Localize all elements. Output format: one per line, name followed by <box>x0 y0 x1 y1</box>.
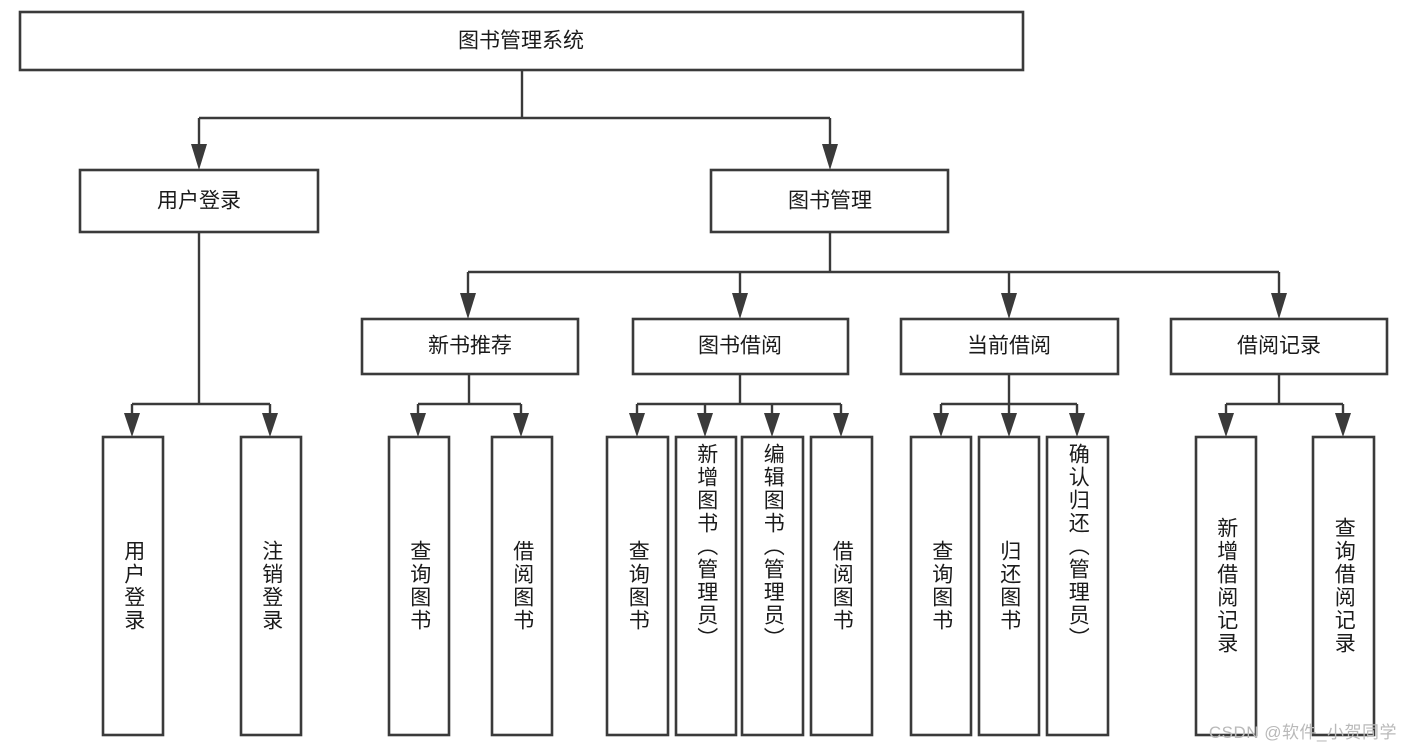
node-new-book-recommend-box[interactable] <box>360 317 580 376</box>
connector-currentborrow-to-leaves <box>933 374 1085 437</box>
node-leaf-logout-login-box[interactable] <box>239 435 303 737</box>
node-book-management-box[interactable] <box>709 168 950 234</box>
node-root-system-label: 图书管理系统 <box>458 30 584 53</box>
node-user-login-label: 用户登录 <box>157 190 241 213</box>
node-new-book-recommend-label: 新书推荐 <box>428 335 512 358</box>
node-root-system-box[interactable] <box>18 10 1025 72</box>
node-book-management-label: 图书管理 <box>788 190 872 213</box>
node-borrow-record-label: 借阅记录 <box>1237 335 1321 358</box>
node-leaf-edit-book-admin-box[interactable] <box>740 435 805 737</box>
node-leaf-query-book-2-box[interactable] <box>605 435 670 737</box>
node-current-borrow-label: 当前借阅 <box>967 335 1051 358</box>
connector-borrowrecord-to-leaves <box>1218 374 1351 437</box>
node-borrow-record-box[interactable] <box>1169 317 1389 376</box>
node-book-borrow-box[interactable] <box>631 317 850 376</box>
node-book-borrow[interactable]: 图书借阅 <box>631 317 850 376</box>
node-leaf-user-login-box[interactable] <box>101 435 165 737</box>
connector-userlogin-to-leaves <box>124 232 278 437</box>
node-book-borrow-label: 图书借阅 <box>698 335 782 358</box>
node-book-management[interactable]: 图书管理 <box>709 168 950 234</box>
node-leaf-borrow-book-1-box[interactable] <box>490 435 554 737</box>
node-leaf-add-borrow-record-box[interactable] <box>1194 435 1258 737</box>
connector-bookmgmt-to-level3 <box>460 232 1287 319</box>
node-current-borrow[interactable]: 当前借阅 <box>899 317 1120 376</box>
node-leaf-query-borrow-record-box[interactable] <box>1311 435 1376 737</box>
node-new-book-recommend[interactable]: 新书推荐 <box>360 317 580 376</box>
node-leaf-confirm-return-admin-box[interactable] <box>1045 435 1110 737</box>
node-root-system[interactable]: 图书管理系统 <box>18 10 1025 72</box>
node-leaf-query-book-3-box[interactable] <box>909 435 973 737</box>
node-user-login[interactable]: 用户登录 <box>78 168 320 234</box>
csdn-watermark: CSDN @软件_小贺同学 <box>1208 723 1397 742</box>
node-leaf-query-book-1-box[interactable] <box>387 435 451 737</box>
node-user-login-box[interactable] <box>78 168 320 234</box>
connector-bookborrow-to-leaves <box>629 374 849 437</box>
node-leaf-borrow-book-2-box[interactable] <box>809 435 874 737</box>
node-borrow-record[interactable]: 借阅记录 <box>1169 317 1389 376</box>
node-leaf-add-book-admin-box[interactable] <box>674 435 738 737</box>
connector-root-to-level2 <box>191 70 838 170</box>
node-leaf-return-book-box[interactable] <box>977 435 1041 737</box>
node-current-borrow-box[interactable] <box>899 317 1120 376</box>
leaf-boxes <box>101 435 1376 737</box>
connector-newbook-to-leaves <box>410 374 529 437</box>
